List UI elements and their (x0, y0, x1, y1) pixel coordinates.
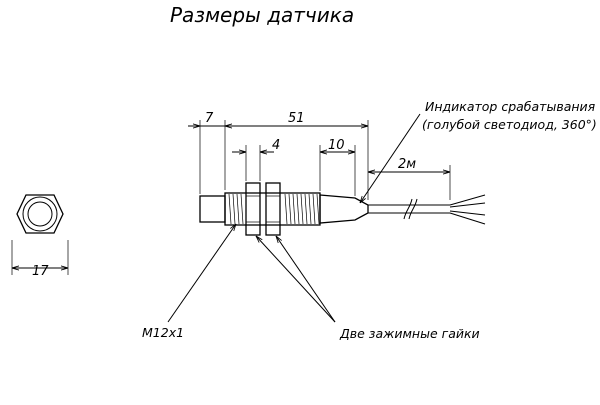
thread-line (300, 193, 304, 225)
thread-label: M12x1 (142, 325, 184, 340)
nuts-label: Две зажимные гайки (339, 326, 480, 341)
dim-nut-thickness: 4 (272, 138, 280, 153)
thread-line (316, 193, 320, 225)
thread-leader (167, 224, 236, 323)
thread-line (228, 193, 232, 225)
dim-cable-length-lines (368, 165, 451, 200)
thread-line (296, 193, 300, 225)
hex-nut-end-view (11, 194, 69, 275)
dim-cable-length: 2м (398, 157, 416, 172)
dim-indicator-length-lines (319, 145, 356, 196)
dim-nut-width: 17 (32, 264, 49, 279)
thread-line (304, 193, 308, 225)
dim-indicator-length: 10 (328, 138, 345, 153)
thread-line (236, 193, 240, 225)
dim-total-length-lines (225, 120, 369, 200)
thread-line (292, 193, 296, 225)
dim-nut-thickness-lines (232, 145, 274, 181)
dim-front-length: 7 (205, 111, 214, 126)
nuts-leader (256, 236, 336, 323)
thread-line (312, 193, 316, 225)
thread-line (240, 193, 244, 225)
thread-lines (228, 193, 320, 225)
indicator-label: Индикатор срабатывания (425, 99, 596, 114)
sensor-side-view (199, 182, 486, 236)
thread-line (288, 193, 292, 225)
page-title: Размеры датчика (170, 3, 354, 27)
thread-line (308, 193, 312, 225)
dim-front-length-lines (188, 120, 226, 194)
thread-line (284, 193, 288, 225)
indicator-leader (360, 113, 421, 203)
dim-total-length: 51 (288, 111, 305, 126)
thread-line (232, 193, 236, 225)
indicator-sublabel: (голубой светодиод, 360°) (422, 117, 597, 132)
